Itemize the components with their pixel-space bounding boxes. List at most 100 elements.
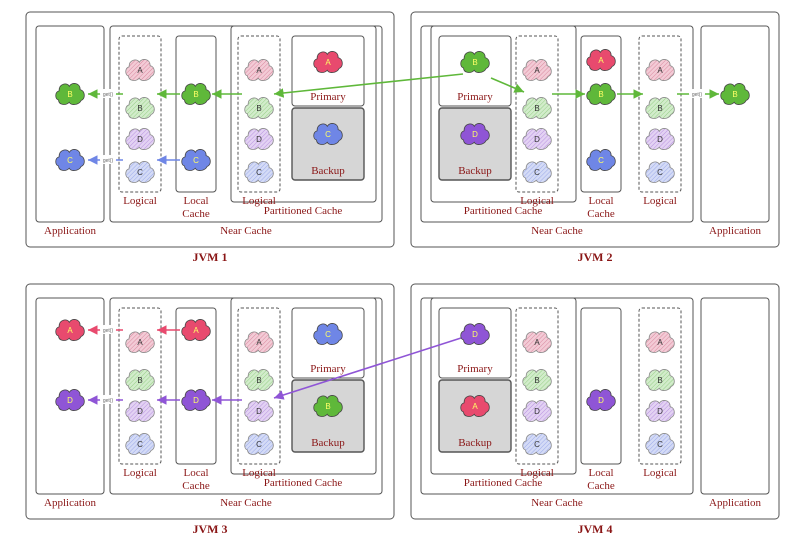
jvm-2-application-label: Application xyxy=(709,225,761,237)
jvm-4-part-logical-cloud: A xyxy=(522,331,552,353)
cloud-shape xyxy=(313,395,343,417)
jvm-2-part-logical-label: Logical xyxy=(520,195,554,207)
cloud-letter: C xyxy=(534,440,540,449)
cloud-letter: B xyxy=(67,90,72,99)
cloud-letter: C xyxy=(657,168,663,177)
jvm-3-part-logical-cloud: C xyxy=(244,433,274,455)
cloud-letter: D xyxy=(534,407,540,416)
cloud-letter: A xyxy=(137,66,143,75)
cloud-shape xyxy=(125,400,155,422)
cloud-shape xyxy=(125,128,155,150)
jvm-2-app-cloud: B xyxy=(720,83,750,105)
cloud-letter: B xyxy=(193,90,198,99)
cloud-letter: B xyxy=(325,402,330,411)
cloud-letter: D xyxy=(534,135,540,144)
cloud-letter: A xyxy=(534,66,540,75)
cloud-shape xyxy=(55,83,85,105)
jvm-1-near-cache-label: Near Cache xyxy=(220,225,272,237)
cloud-letter: D xyxy=(67,396,73,405)
jvm-2-title: JVM 2 xyxy=(578,250,613,264)
jvm-3-part-logical-cloud: B xyxy=(244,369,274,391)
cloud-letter: D xyxy=(256,407,262,416)
jvm-2-front-logical-cloud: C xyxy=(645,161,675,183)
jvm-3-title: JVM 3 xyxy=(193,522,228,536)
jvm-1-local-cloud: C xyxy=(181,149,211,171)
get-label: get() xyxy=(692,92,703,98)
jvm-2-local-cloud: B xyxy=(586,83,616,105)
cloud-letter: C xyxy=(657,440,663,449)
jvm-4-part-logical-cloud: D xyxy=(522,400,552,422)
cloud-letter: A xyxy=(256,338,262,347)
jvm-2-get-b: get() xyxy=(689,89,705,98)
jvm-2-part-logical-cloud: A xyxy=(522,59,552,81)
cloud-letter: B xyxy=(256,376,261,385)
jvm-3-backup-label: Backup xyxy=(311,437,345,449)
cloud-letter: D xyxy=(657,407,663,416)
cloud-letter: C xyxy=(325,130,331,139)
jvm-4-backup-box xyxy=(438,379,512,453)
cloud-letter: B xyxy=(598,90,603,99)
jvm-4-partitioned-cache-label: Partitioned Cache xyxy=(464,477,543,489)
cloud-shape xyxy=(586,149,616,171)
cross-arrow-b-jvm2-to-jvm1 xyxy=(273,73,464,98)
get-label: get() xyxy=(103,398,114,404)
jvm-3-front-logical-cloud: B xyxy=(125,369,155,391)
cloud-shape xyxy=(460,323,490,345)
jvm-1-backup-cloud: C xyxy=(313,123,343,145)
jvm-2-local-cloud: A xyxy=(586,49,616,71)
cloud-letter: C xyxy=(67,156,73,165)
jvm-3-part-logical-cloud: D xyxy=(244,400,274,422)
jvm-4-backup-label: Backup xyxy=(458,437,492,449)
jvm-4-title: JVM 4 xyxy=(578,522,613,536)
jvm-2-backup-cloud: D xyxy=(460,123,490,145)
jvm-3-primary-cloud: C xyxy=(313,323,343,345)
jvm-1-part-logical-cloud: B xyxy=(244,97,274,119)
cloud-shape xyxy=(244,369,274,391)
jvm-1-application-box xyxy=(35,25,105,223)
jvm-1-get-c: get() xyxy=(100,155,116,164)
cloud-letter: A xyxy=(325,58,331,67)
jvm-3-near-cache-label: Near Cache xyxy=(220,497,272,509)
jvm-1-primary-cloud: A xyxy=(313,51,343,73)
jvm-1-partitioned-cache-label: Partitioned Cache xyxy=(264,205,343,217)
cloud-shape xyxy=(720,83,750,105)
cloud-shape xyxy=(244,161,274,183)
jvm-3-app-cloud: A xyxy=(55,319,85,341)
cloud-shape xyxy=(313,123,343,145)
cloud-shape xyxy=(645,161,675,183)
jvm-2-application-box xyxy=(700,25,770,223)
cloud-shape xyxy=(181,149,211,171)
jvm-3-front-logical-cloud: A xyxy=(125,331,155,353)
cloud-letter: C xyxy=(256,440,262,449)
cloud-shape xyxy=(55,389,85,411)
jvm-1-application-label: Application xyxy=(44,225,96,237)
jvm-2-local-cloud: C xyxy=(586,149,616,171)
cloud-shape xyxy=(586,83,616,105)
cloud-shape xyxy=(55,319,85,341)
jvm-2-primary-label: Primary xyxy=(457,91,493,103)
cloud-shape xyxy=(645,433,675,455)
jvm-4-primary-cloud: D xyxy=(460,323,490,345)
jvm-1-part-logical-cloud: C xyxy=(244,161,274,183)
jvm-1-get-b: get() xyxy=(100,89,116,98)
get-pill-bg xyxy=(100,395,116,404)
jvm-4-primary-label: Primary xyxy=(457,363,493,375)
jvm-2-near-cache-label: Near Cache xyxy=(531,225,583,237)
cloud-shape xyxy=(244,128,274,150)
jvm-1-part-logical-label: Logical xyxy=(242,195,276,207)
cloud-shape xyxy=(244,59,274,81)
jvm-2-front-logical-cloud: A xyxy=(645,59,675,81)
jvm-3-get-a: get() xyxy=(100,325,116,334)
jvm-1-backup-label: Backup xyxy=(311,165,345,177)
cloud-letter: D xyxy=(137,407,143,416)
cloud-shape xyxy=(181,83,211,105)
cloud-letter: C xyxy=(137,168,143,177)
cloud-letter: B xyxy=(137,376,142,385)
cloud-letter: C xyxy=(137,440,143,449)
cloud-letter: B xyxy=(256,104,261,113)
cloud-letter: A xyxy=(137,338,143,347)
cloud-shape xyxy=(244,433,274,455)
cloud-shape xyxy=(586,389,616,411)
cloud-shape xyxy=(460,395,490,417)
